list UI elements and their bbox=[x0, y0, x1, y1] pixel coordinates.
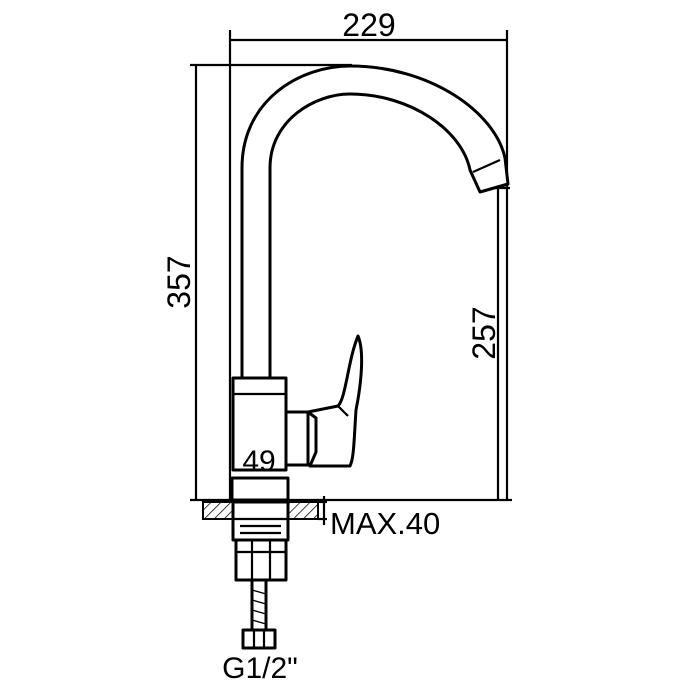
height-dimension-label: 357 bbox=[161, 255, 197, 308]
spout bbox=[240, 64, 510, 382]
max-thickness-dimension: MAX.40 bbox=[318, 496, 440, 541]
countertop-right bbox=[287, 501, 319, 520]
base-collar bbox=[230, 476, 290, 502]
faucet-body bbox=[230, 64, 510, 502]
height-dimension: 357 bbox=[161, 63, 352, 500]
width-dimension-label: 229 bbox=[342, 7, 395, 43]
handle-connector bbox=[284, 410, 310, 467]
base-dimension-label: 49 bbox=[242, 445, 275, 478]
spout-height-dimension: 257 bbox=[466, 186, 510, 500]
width-dimension: 229 bbox=[228, 7, 509, 500]
mounting-nut bbox=[234, 538, 288, 582]
spout-height-dimension-label: 257 bbox=[466, 306, 502, 359]
supply-hose bbox=[241, 578, 277, 650]
lever-handle bbox=[306, 334, 364, 468]
countertop-left bbox=[202, 501, 234, 520]
max-thickness-label: MAX.40 bbox=[330, 506, 440, 541]
base-dimension: 49 bbox=[232, 445, 288, 479]
thread-label: G1/2" bbox=[222, 652, 298, 685]
countertop-section bbox=[202, 500, 319, 542]
